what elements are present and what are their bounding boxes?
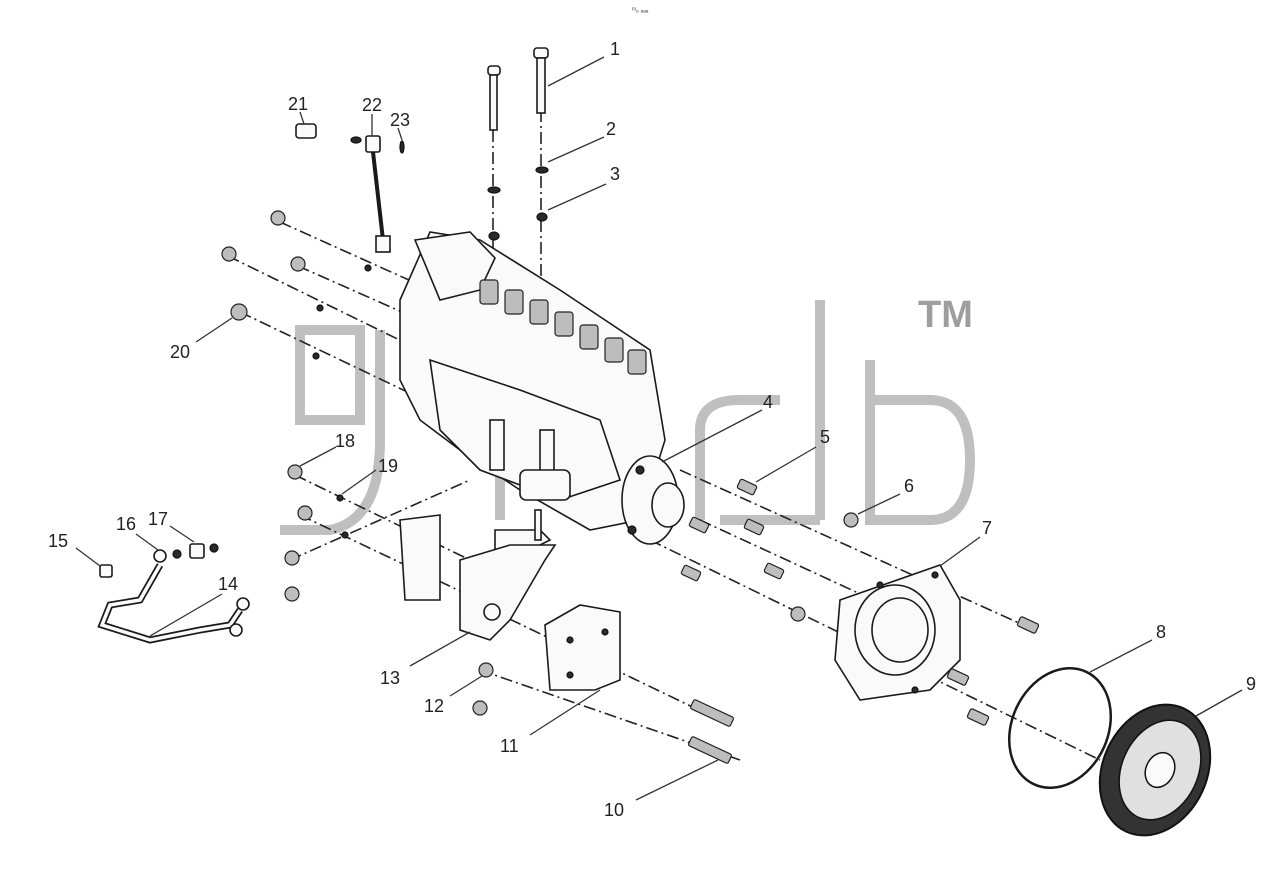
callout-10: 10 — [604, 759, 719, 820]
top-mark: ᵐₒ ₐₐₐ — [632, 7, 649, 14]
callout-8: 8 — [1089, 622, 1166, 673]
svg-text:7: 7 — [982, 518, 992, 538]
svg-text:14: 14 — [218, 574, 238, 594]
callout-15: 15 — [48, 531, 101, 567]
callout-6: 6 — [857, 476, 914, 515]
nuts-20 — [221, 210, 372, 360]
watermark-tm: TM — [918, 294, 973, 336]
svg-text:15: 15 — [48, 531, 68, 551]
svg-text:17: 17 — [148, 509, 168, 529]
callout-11: 11 — [500, 689, 601, 756]
svg-text:4: 4 — [763, 392, 773, 412]
injection-pump-body — [399, 231, 685, 561]
svg-text:12: 12 — [424, 696, 444, 716]
svg-text:1: 1 — [610, 39, 620, 59]
svg-text:8: 8 — [1156, 622, 1166, 642]
callout-12: 12 — [424, 675, 483, 716]
o-ring-8 — [1007, 667, 1113, 789]
bracket-11 — [544, 604, 621, 691]
linkage-21-23 — [295, 123, 405, 253]
svg-text:22: 22 — [362, 95, 382, 115]
svg-text:3: 3 — [610, 164, 620, 184]
callout-18: 18 — [299, 431, 355, 467]
svg-text:18: 18 — [335, 431, 355, 451]
bolt-1 — [487, 47, 549, 131]
nut-6 — [790, 512, 859, 622]
nuts-18-19 — [287, 464, 349, 539]
callout-16: 16 — [116, 514, 159, 551]
callout-7: 7 — [939, 518, 992, 567]
gear-9 — [1098, 703, 1212, 837]
callout-5: 5 — [755, 427, 830, 483]
svg-text:16: 16 — [116, 514, 136, 534]
svg-text:2: 2 — [606, 119, 616, 139]
callout-9: 9 — [1195, 674, 1256, 717]
callout-3: 3 — [547, 164, 620, 211]
callout-14: 14 — [149, 574, 238, 637]
studs-5 — [680, 478, 1040, 726]
callout-21: 21 — [288, 94, 308, 125]
svg-text:20: 20 — [170, 342, 190, 362]
callout-2: 2 — [547, 119, 616, 163]
washers-2-3 — [487, 166, 549, 241]
fuel-pipe-14 — [97, 563, 250, 644]
bolts-12 — [284, 550, 494, 716]
svg-text:21: 21 — [288, 94, 308, 114]
callout-4: 4 — [661, 392, 773, 463]
bolts-10 — [688, 699, 734, 764]
callout-17: 17 — [148, 509, 195, 543]
svg-text:13: 13 — [380, 668, 400, 688]
svg-text:23: 23 — [390, 110, 410, 130]
svg-text:6: 6 — [904, 476, 914, 496]
svg-text:10: 10 — [604, 800, 624, 820]
callout-23: 23 — [390, 110, 410, 141]
callout-22: 22 — [362, 95, 382, 136]
fittings-15-17 — [99, 543, 219, 578]
svg-text:11: 11 — [500, 736, 519, 756]
callout-13: 13 — [380, 631, 471, 688]
svg-text:19: 19 — [378, 456, 398, 476]
bracket-13 — [399, 514, 557, 641]
callout-19: 19 — [341, 456, 398, 495]
svg-text:5: 5 — [820, 427, 830, 447]
pump-cylinder-heads — [479, 279, 647, 375]
flange-housing-7 — [834, 564, 961, 701]
callout-20: 20 — [170, 317, 233, 362]
svg-text:9: 9 — [1246, 674, 1256, 694]
callout-1: 1 — [547, 39, 620, 87]
